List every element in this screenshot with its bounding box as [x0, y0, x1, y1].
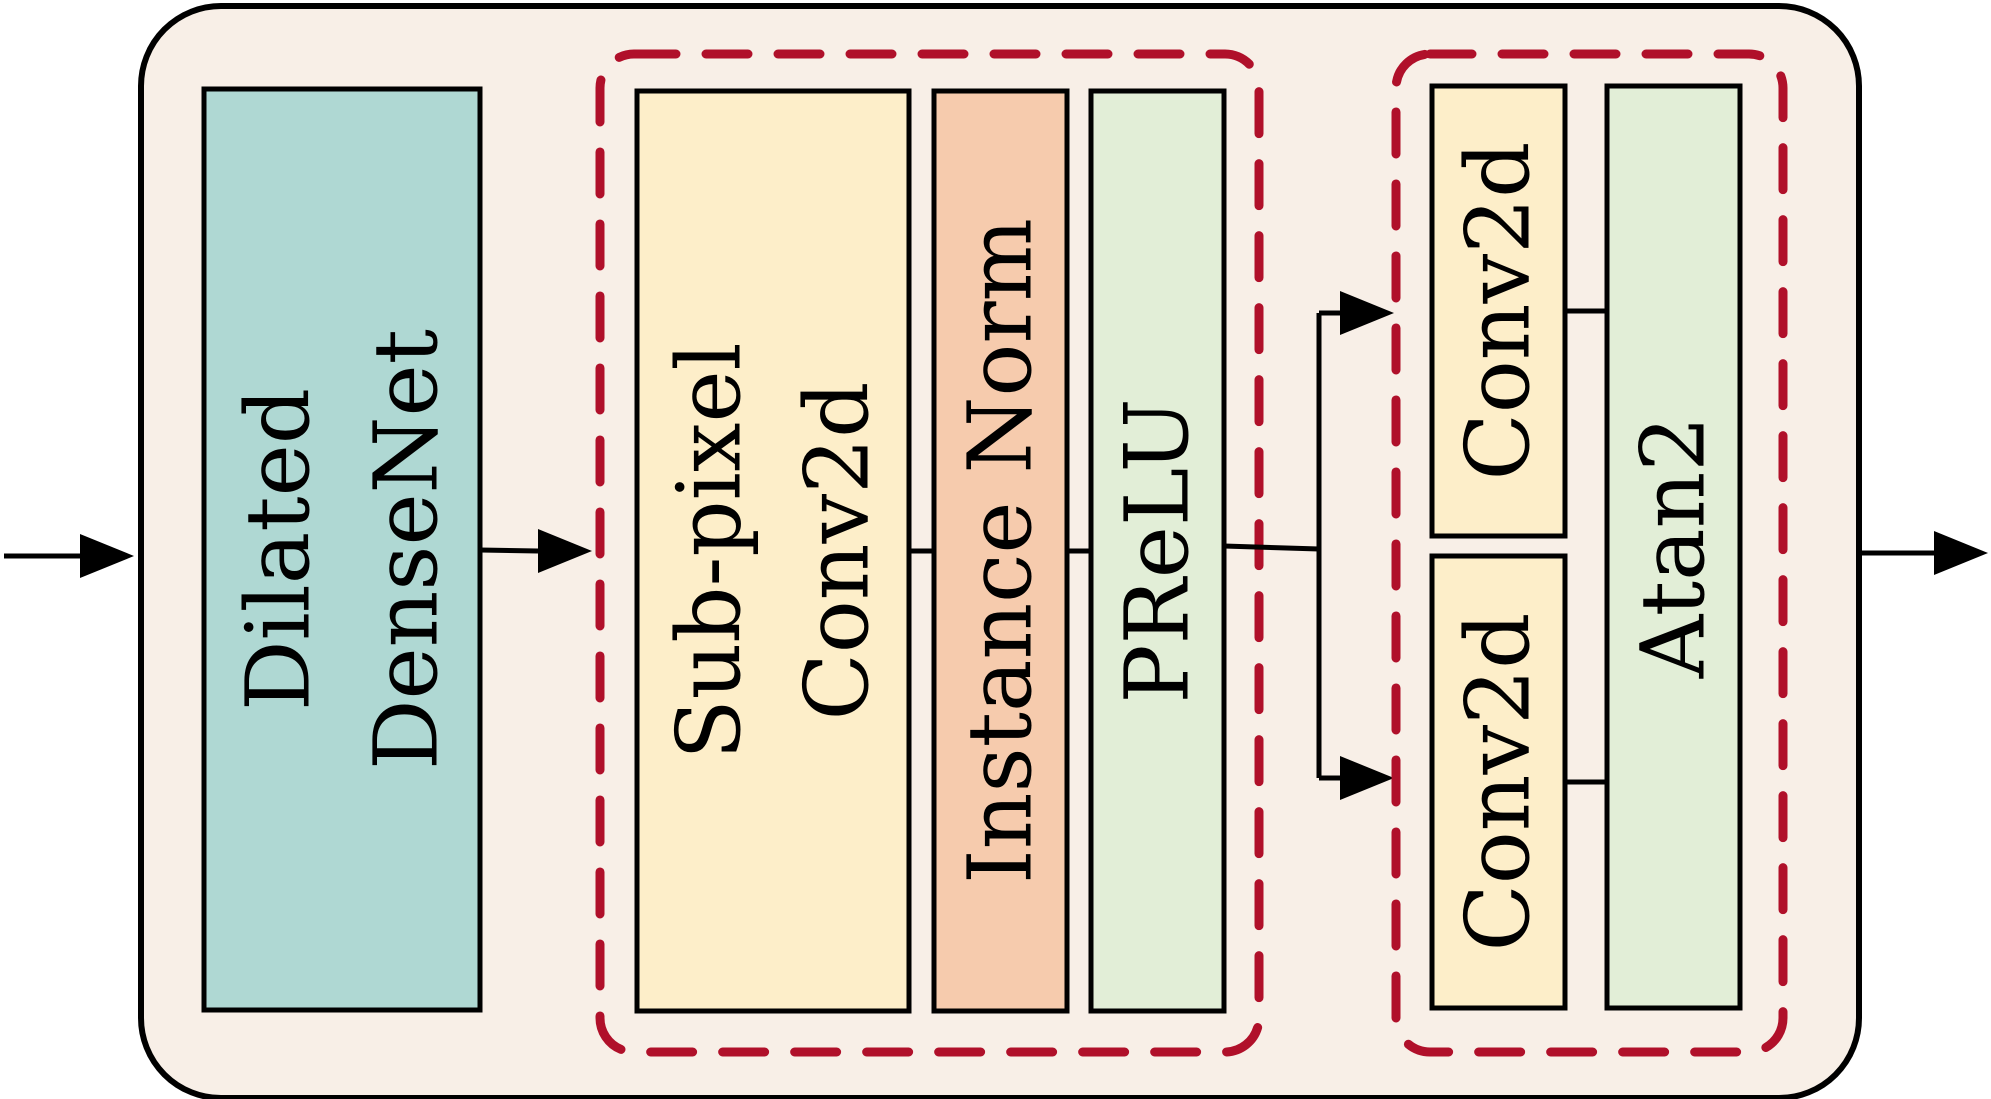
- phase-group-outline: [1391, 49, 1788, 1057]
- instance-norm-label: Instance Norm: [949, 218, 1052, 884]
- conv2d-bottom-label: Conv2d: [1447, 612, 1550, 951]
- dilated-densenet-label-line2: DenseNet: [355, 329, 458, 770]
- arrowhead-bottom-branch: [1340, 756, 1394, 800]
- upsample-group-outline: [595, 49, 1264, 1057]
- dilated-densenet-label-line1: Dilated: [227, 388, 330, 711]
- prelu-block: PReLU: [1088, 88, 1227, 1014]
- prelu-label: PReLU: [1106, 398, 1209, 703]
- conv2d-bottom-block: Conv2d: [1429, 553, 1568, 1011]
- subpixel-conv2d-block: Sub-pixel Conv2d: [634, 88, 912, 1014]
- atan2-block: Atan2: [1604, 83, 1743, 1011]
- subpixel-conv2d-label-line1: Sub-pixel: [658, 342, 761, 759]
- input-arrow: [4, 534, 134, 578]
- dilated-densenet-block: Dilated DenseNet: [201, 86, 483, 1013]
- arrowhead-top-branch: [1340, 291, 1394, 335]
- output-arrow: [1859, 531, 1988, 575]
- instance-norm-block: Instance Norm: [931, 88, 1070, 1014]
- conv2d-top-label: Conv2d: [1447, 141, 1550, 480]
- arrow-to-upsample-group: [479, 529, 592, 573]
- conv2d-top-block: Conv2d: [1429, 83, 1568, 539]
- split-connector: [1223, 310, 1340, 781]
- atan2-label: Atan2: [1622, 416, 1725, 680]
- subpixel-conv2d-label-line2: Conv2d: [786, 381, 889, 720]
